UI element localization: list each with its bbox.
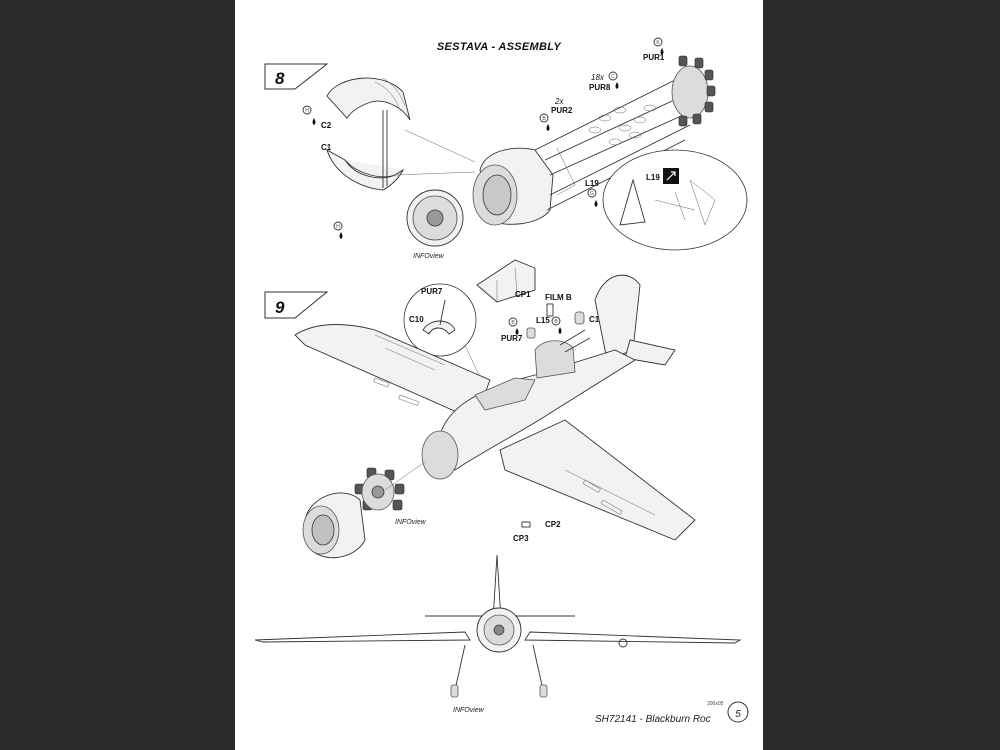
step-8-number: 8 [275,69,285,88]
chemical-label-icon [608,71,618,81]
svg-text:L19: L19 [646,173,660,182]
svg-text:PUR2: PUR2 [551,106,573,115]
callout-l19-g: L19 G [585,179,599,207]
chemical-label-icon [539,113,549,123]
ink-drop-icon [339,232,343,239]
svg-text:L19: L19 [585,179,599,188]
instruction-page: SESTAVA - ASSEMBLY 8 H C2 C1 H INFOview [235,0,763,750]
ink-drop-icon [558,327,562,334]
svg-text:2x: 2x [554,97,564,106]
page-number: 5 [735,709,741,720]
chemical-label-icon [508,317,518,327]
aircraft-isometric [294,274,696,541]
label-cp3: CP3 [513,534,529,543]
info-engine-face [406,189,464,247]
footer-code: SH72141 - Blackburn Roc [595,714,711,725]
radial-engine-rear [671,55,716,127]
assembly-drawing: SESTAVA - ASSEMBLY 8 H C2 C1 H INFOview [254,37,749,725]
svg-text:K: K [656,40,660,46]
svg-text:G: G [590,191,594,197]
step-8-badge: 8 [264,63,329,90]
chemical-label-icon [587,188,597,198]
step-9-number: 9 [275,298,285,317]
l19-detail-view: L19 [602,149,748,251]
label-film-b: FILM B [545,293,572,302]
svg-text:18x: 18x [591,73,605,82]
page-title: SESTAVA - ASSEMBLY [437,41,563,53]
svg-text:H: H [305,108,309,114]
callout-b-near-l15: B [551,316,562,334]
chemical-label-icon [333,221,343,231]
footer-small-print: 200x05 [707,701,724,707]
canopy-cp1 [476,259,536,303]
ink-drop-icon [515,328,519,335]
engine-cowl-assembly [472,79,691,226]
ink-drop-icon [594,200,598,207]
chemical-label-icon [653,37,663,47]
svg-text:PUR7: PUR7 [501,334,523,343]
callout-2x-b-pur2: 2x PUR2 B [539,97,573,131]
ink-drop-icon [312,118,316,125]
svg-text:B: B [542,116,546,122]
chemical-label-icon [551,316,561,326]
pur7-c10-detail: PUR7 C10 [403,283,477,357]
svg-text:PUR8: PUR8 [589,83,611,92]
ink-drop-icon [546,124,550,131]
info-label-step9: INFOview [395,519,427,526]
part-c19: C19 [574,311,604,325]
callout-18x-c-pur8: 18x C PUR8 [589,71,619,92]
h-bottom-callout: H [333,221,343,239]
ink-drop-icon [615,82,619,89]
svg-text:PUR1: PUR1 [643,53,665,62]
svg-text:C19: C19 [589,315,604,324]
label-l15: L15 [536,316,550,325]
ink-drop-icon [660,48,664,55]
svg-text:H: H [336,224,340,230]
page-number-badge [727,701,749,723]
label-c1: C1 [321,143,332,152]
svg-text:C10: C10 [409,315,424,324]
svg-text:B: B [554,319,558,325]
svg-text:C2: C2 [321,121,332,130]
callout-k-pur1: K PUR1 [643,37,665,62]
step-9-badge: 9 [264,291,329,319]
svg-text:C: C [611,74,615,80]
svg-text:PUR7: PUR7 [421,287,443,296]
h-top-callout: H C2 [302,105,332,130]
cowling-halves-c1-c2 [326,77,411,191]
callout-b-pur7: B PUR7 [501,317,523,343]
engine-exploded-step9 [302,461,426,559]
info-label-front-view: INFOview [453,707,485,714]
chemical-label-icon [302,105,312,115]
label-cp1: CP1 [515,290,531,299]
info-label-step8: INFOview [413,253,445,260]
aircraft-front-view [254,554,742,698]
svg-text:B: B [511,320,515,326]
label-cp2: CP2 [545,520,561,529]
